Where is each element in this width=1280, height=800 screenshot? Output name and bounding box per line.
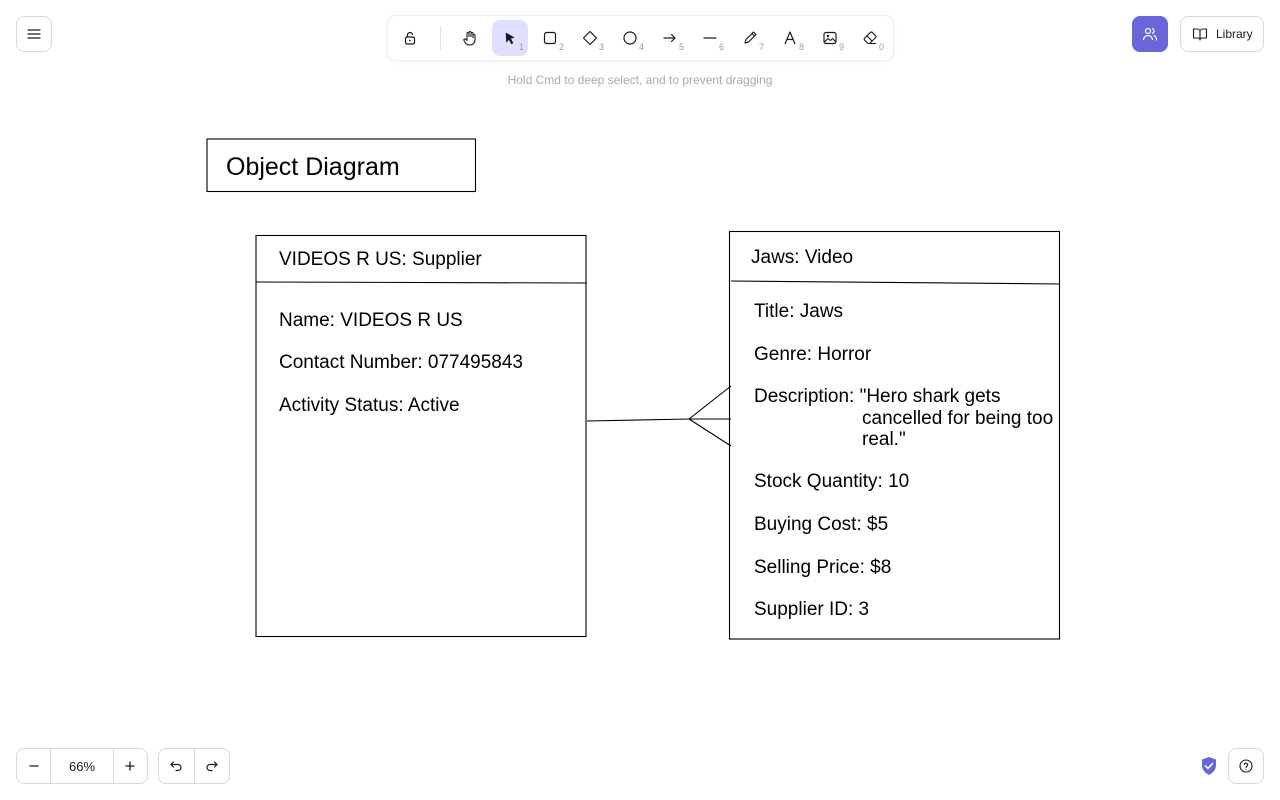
video-supplier-id-attribute: Supplier ID: 3 (754, 599, 870, 620)
supplier-attribute: Name: VIDEOS R US (279, 310, 463, 331)
tool-key-9: 9 (838, 42, 844, 52)
unlock-icon (404, 31, 416, 45)
library-label: Library (1216, 27, 1253, 41)
tool-key-6: 6 (718, 42, 724, 52)
tool-key-5: 5 (678, 42, 684, 52)
video-description-attribute: real." (862, 429, 906, 450)
tool-text[interactable]: 8 (772, 20, 808, 56)
zoom-controls: 66% (16, 748, 148, 784)
rectangle-icon (543, 31, 557, 45)
pointer-icon (505, 32, 515, 45)
hand-icon (463, 30, 476, 46)
zoom-level[interactable]: 66% (50, 749, 114, 783)
history-controls (158, 748, 230, 784)
video-description-attribute: cancelled for being too (862, 408, 1054, 429)
supplier-object-box (255, 234, 587, 638)
text-icon (784, 31, 796, 45)
tool-key-2: 2 (558, 42, 564, 52)
main-menu-button[interactable] (16, 16, 52, 52)
arrow-icon (663, 33, 676, 43)
supplier-attribute: Contact Number: 077495843 (279, 352, 523, 373)
toolbar-hint: Hold Cmd to deep select, and to prevent … (507, 73, 773, 87)
video-header-divider (730, 280, 1061, 285)
tool-key-7: 7 (758, 42, 764, 52)
video-stock-attribute: Stock Quantity: 10 (754, 471, 910, 492)
crows-foot-top (688, 385, 732, 420)
tool-line[interactable]: 6 (692, 20, 728, 56)
minus-icon (29, 765, 39, 767)
shapes-toolbar: 1 2 3 4 5 6 7 (388, 16, 893, 60)
supplier-attribute: Activity Status: Active (279, 395, 460, 416)
redo-icon (206, 761, 218, 772)
tool-draw[interactable]: 7 (732, 20, 768, 56)
encryption-shield[interactable] (1198, 755, 1220, 777)
tool-key-4: 4 (638, 42, 644, 52)
help-icon (1239, 759, 1253, 773)
tool-key-8: 8 (798, 42, 804, 52)
video-header: Jaws: Video (751, 247, 854, 268)
tool-image[interactable]: 9 (812, 20, 848, 56)
diagram-title: Object Diagram (226, 153, 400, 181)
redo-button[interactable] (195, 749, 230, 783)
book-icon (1192, 28, 1208, 41)
shield-check-icon (1202, 757, 1216, 775)
undo-button[interactable] (159, 749, 195, 783)
zoom-in-button[interactable] (114, 749, 147, 783)
toolbar-divider (440, 26, 441, 50)
relationship-line (586, 418, 690, 422)
ellipse-icon (623, 31, 637, 45)
eraser-icon (863, 31, 877, 45)
tool-lock[interactable] (392, 20, 428, 56)
tool-key-0: 0 (878, 42, 884, 52)
tool-key-1: 1 (518, 42, 524, 52)
tool-ellipse[interactable]: 4 (612, 20, 648, 56)
video-buying-cost-attribute: Buying Cost: $5 (754, 514, 889, 535)
line-icon (703, 37, 717, 39)
video-genre-attribute: Genre: Horror (754, 344, 872, 365)
hamburger-icon (27, 29, 41, 39)
plus-icon (125, 761, 135, 771)
tool-hand[interactable] (452, 20, 488, 56)
zoom-out-button[interactable] (17, 749, 50, 783)
tool-selection[interactable]: 1 (492, 20, 528, 56)
video-title-attribute: Title: Jaws (754, 301, 844, 322)
tool-rectangle[interactable]: 2 (532, 20, 568, 56)
tool-key-3: 3 (598, 42, 604, 52)
video-selling-price-attribute: Selling Price: $8 (754, 557, 892, 578)
tool-arrow[interactable]: 5 (652, 20, 688, 56)
supplier-header-divider (255, 281, 588, 284)
diamond-icon (582, 30, 598, 46)
video-object-box (728, 230, 1061, 640)
tool-eraser[interactable]: 0 (852, 20, 888, 56)
image-icon (823, 31, 837, 45)
pencil-icon (744, 31, 757, 44)
supplier-header: VIDEOS R US: Supplier (279, 249, 482, 270)
help-button[interactable] (1228, 748, 1264, 784)
crows-foot-bottom (688, 418, 732, 447)
title-box (206, 138, 477, 193)
collaborate-button[interactable] (1132, 16, 1168, 52)
users-icon (1142, 27, 1158, 41)
video-description-attribute: Description: "Hero shark gets (754, 386, 1001, 407)
library-button[interactable]: Library (1180, 16, 1264, 52)
undo-icon (170, 761, 182, 772)
tool-diamond[interactable]: 3 (572, 20, 608, 56)
